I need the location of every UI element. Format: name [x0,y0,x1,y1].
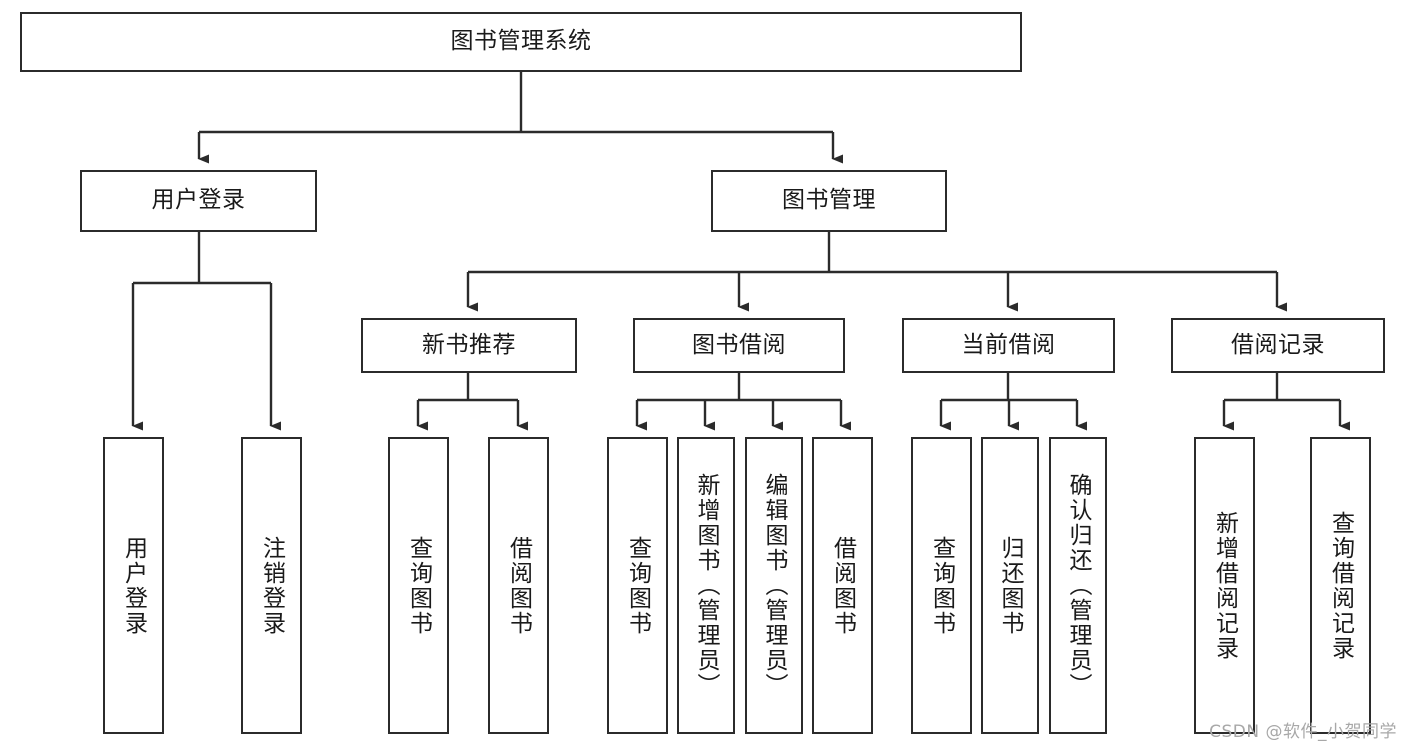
leaf-borrow-query-book[interactable]: 查询图书 [607,437,668,734]
node-label: 新增图书（管理员） [693,473,720,698]
node-label: 归还图书 [997,535,1024,636]
node-label: 编辑图书（管理员） [761,473,788,698]
node-label: 确认归还（管理员） [1065,473,1092,698]
node-label: 借阅图书 [829,535,856,636]
node-label: 用户登录 [151,187,246,214]
node-label: 注销登录 [258,535,285,636]
node-borrowing-record[interactable]: 借阅记录 [1171,318,1385,373]
node-book-management[interactable]: 图书管理 [711,170,947,232]
node-label: 当前借阅 [961,331,1056,358]
node-current-borrowing[interactable]: 当前借阅 [902,318,1115,373]
leaf-user-login-signin[interactable]: 用户登录 [103,437,164,734]
node-label: 图书管理 [782,187,876,214]
leaf-borrow-borrow-book[interactable]: 借阅图书 [812,437,873,734]
node-label: 借阅图书 [505,535,532,636]
node-root-book-management-system[interactable]: 图书管理系统 [20,12,1022,72]
leaf-record-add-record[interactable]: 新增借阅记录 [1194,437,1255,734]
node-label: 借阅记录 [1231,331,1325,358]
leaf-current-confirm-return-admin[interactable]: 确认归还（管理员） [1049,437,1107,734]
leaf-current-query-book[interactable]: 查询图书 [911,437,972,734]
leaf-new-book-query[interactable]: 查询图书 [388,437,449,734]
node-label: 查询图书 [928,535,955,636]
node-label: 图书借阅 [692,331,786,358]
node-label: 查询图书 [405,535,432,636]
node-new-book-recommendation[interactable]: 新书推荐 [361,318,577,373]
node-label: 查询图书 [624,535,651,636]
leaf-borrow-edit-book-admin[interactable]: 编辑图书（管理员） [745,437,803,734]
node-label: 查询借阅记录 [1327,510,1354,661]
node-label: 用户登录 [120,535,147,636]
leaf-current-return-book[interactable]: 归还图书 [981,437,1039,734]
leaf-new-book-borrow[interactable]: 借阅图书 [488,437,549,734]
leaf-borrow-add-book-admin[interactable]: 新增图书（管理员） [677,437,735,734]
leaf-record-query-record[interactable]: 查询借阅记录 [1310,437,1371,734]
node-label: 图书管理系统 [450,28,592,55]
node-user-login[interactable]: 用户登录 [80,170,317,232]
leaf-user-login-signout[interactable]: 注销登录 [241,437,302,734]
node-book-borrowing[interactable]: 图书借阅 [633,318,845,373]
node-label: 新书推荐 [422,331,516,358]
node-label: 新增借阅记录 [1211,510,1238,661]
